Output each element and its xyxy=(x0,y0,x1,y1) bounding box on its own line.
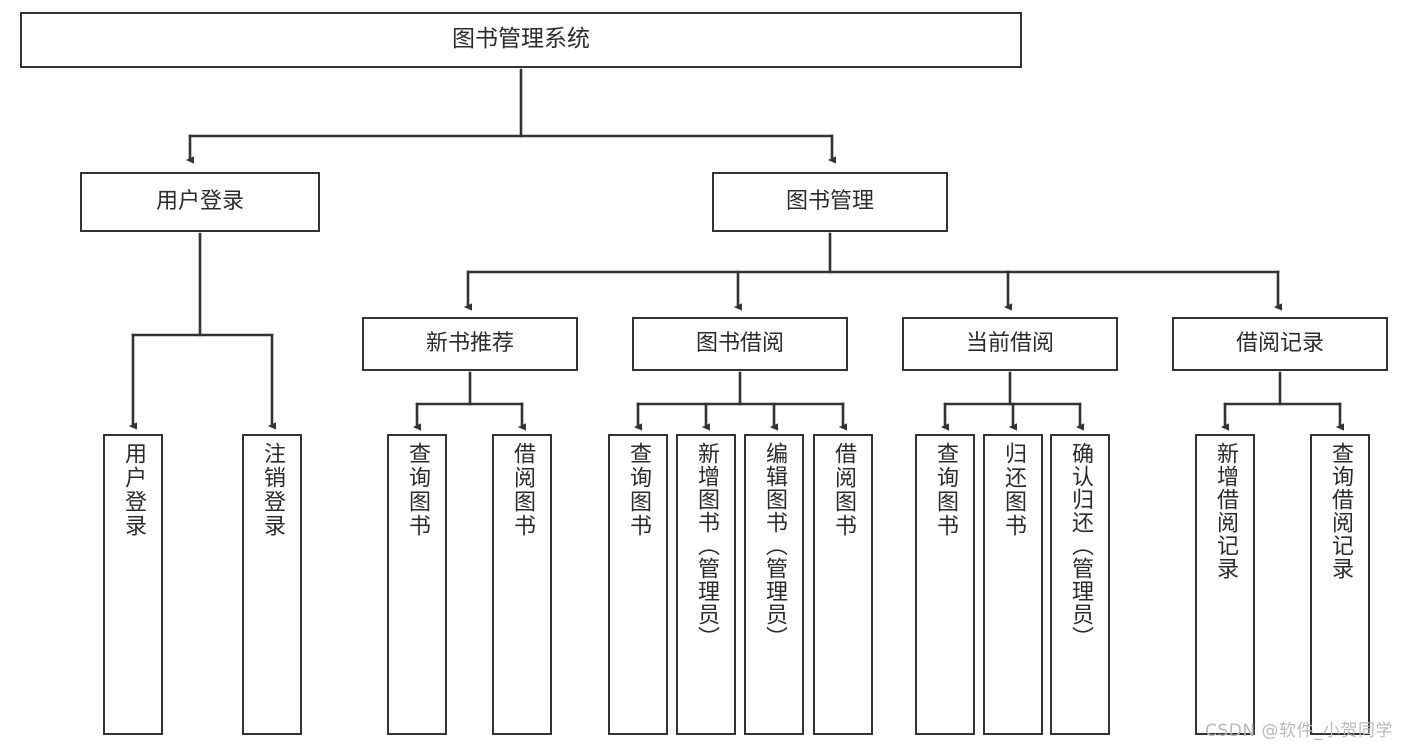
node-leaf-add-book-admin-label: 新增图书（管理员） xyxy=(694,442,719,649)
node-leaf-confirm-return-admin-label: 确认归还（管理员） xyxy=(1068,442,1093,649)
node-leaf-add-borrow-record[interactable]: 新增借阅记录 xyxy=(1195,434,1255,735)
node-leaf-borrow-query-books-label: 查询图书 xyxy=(626,442,651,538)
node-root-label: 图书管理系统 xyxy=(452,26,590,53)
node-borrowing-record[interactable]: 借阅记录 xyxy=(1172,317,1388,371)
node-leaf-return-books[interactable]: 归还图书 xyxy=(983,434,1043,735)
node-leaf-logout[interactable]: 注销登录 xyxy=(242,434,302,735)
node-new-book-recommendation[interactable]: 新书推荐 xyxy=(362,317,578,371)
node-borrowing-record-label: 借阅记录 xyxy=(1235,331,1324,357)
node-book-borrowing-label: 图书借阅 xyxy=(695,331,784,357)
node-leaf-confirm-return-admin[interactable]: 确认归还（管理员） xyxy=(1050,434,1110,735)
node-leaf-current-query-books-label: 查询图书 xyxy=(933,442,958,538)
watermark-text: CSDN @软件_小贺同学 xyxy=(1205,721,1393,741)
node-user-login-label: 用户登录 xyxy=(155,189,244,215)
node-leaf-user-login[interactable]: 用户登录 xyxy=(103,434,163,735)
node-leaf-borrow-query-books[interactable]: 查询图书 xyxy=(608,434,668,735)
node-leaf-borrow-borrow-books[interactable]: 借阅图书 xyxy=(813,434,873,735)
node-root-book-management-system[interactable]: 图书管理系统 xyxy=(20,12,1022,68)
node-leaf-edit-book-admin[interactable]: 编辑图书（管理员） xyxy=(744,434,804,735)
node-book-borrowing[interactable]: 图书借阅 xyxy=(632,317,848,371)
node-leaf-query-borrow-record-label: 查询借阅记录 xyxy=(1328,442,1353,580)
node-leaf-logout-label: 注销登录 xyxy=(260,442,285,538)
node-leaf-return-books-label: 归还图书 xyxy=(1001,442,1026,538)
node-leaf-query-borrow-record[interactable]: 查询借阅记录 xyxy=(1310,434,1370,735)
node-leaf-newbook-query-books-label: 查询图书 xyxy=(405,442,430,538)
node-book-management-label: 图书管理 xyxy=(785,189,874,215)
node-leaf-newbook-borrow-books[interactable]: 借阅图书 xyxy=(492,434,552,735)
node-book-management[interactable]: 图书管理 xyxy=(712,172,948,232)
node-current-borrowing-label: 当前借阅 xyxy=(965,331,1054,357)
node-leaf-borrow-borrow-books-label: 借阅图书 xyxy=(831,442,856,538)
node-leaf-newbook-query-books[interactable]: 查询图书 xyxy=(387,434,447,735)
node-leaf-newbook-borrow-books-label: 借阅图书 xyxy=(510,442,535,538)
node-user-login[interactable]: 用户登录 xyxy=(80,172,320,232)
node-current-borrowing[interactable]: 当前借阅 xyxy=(902,317,1118,371)
node-leaf-edit-book-admin-label: 编辑图书（管理员） xyxy=(762,442,787,649)
node-new-book-recommendation-label: 新书推荐 xyxy=(425,331,514,357)
node-leaf-current-query-books[interactable]: 查询图书 xyxy=(915,434,975,735)
node-leaf-user-login-label: 用户登录 xyxy=(121,442,146,538)
node-leaf-add-borrow-record-label: 新增借阅记录 xyxy=(1213,442,1238,580)
node-leaf-add-book-admin[interactable]: 新增图书（管理员） xyxy=(676,434,736,735)
